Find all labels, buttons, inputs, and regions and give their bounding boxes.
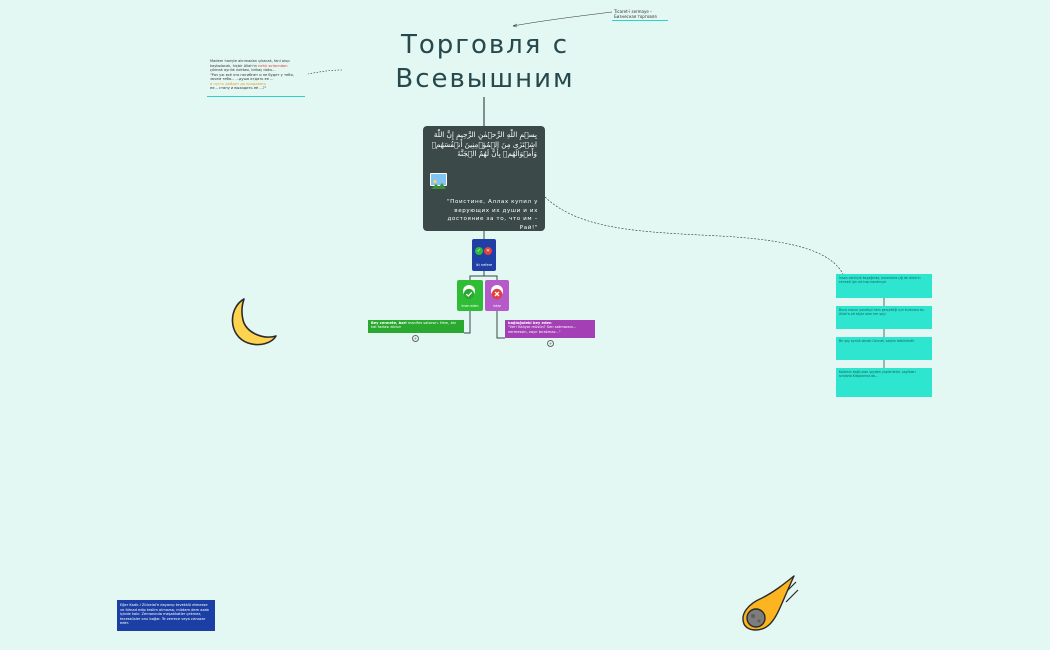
purple-leaf-bold: bağlağıdeki bey eden bbox=[508, 321, 552, 325]
central-topic-card[interactable]: بِسۡمِ اللّٰهِ الرَّحۡمٰنِ الرَّحِيمِ إِ… bbox=[423, 126, 545, 231]
left-note-line4: "Раз уж всё это погибнет и не будет у те… bbox=[210, 72, 294, 77]
teal-card-2[interactable]: Buna mazur yonetişli hem gerçekliği için… bbox=[836, 306, 932, 329]
arabic-verse: بِسۡمِ اللّٰهِ الرَّحۡمٰنِ الرَّحِيمِ إِ… bbox=[431, 130, 537, 158]
image-icon-glyph bbox=[431, 179, 446, 189]
ai-node[interactable]: ✓ ✕ iki nefere bbox=[472, 239, 496, 271]
green-leaf-bold: Bey cennete, bari bbox=[371, 321, 407, 325]
comet-icon bbox=[742, 575, 799, 631]
teal-card-3[interactable]: Bir şey ayrılık olmak Cennet, seçkin tet… bbox=[836, 337, 932, 360]
green-leaf-topic[interactable]: Bey cennete, bari manifes satarsın. Hem,… bbox=[368, 320, 464, 333]
verse-translation: "Поистине, Аллах купил у верующих их душ… bbox=[447, 199, 538, 231]
yes-node[interactable]: iman eden bbox=[457, 280, 483, 311]
blue-note[interactable]: Eğer Kadir-i Zülcelal'e dayanıp tevekkül… bbox=[117, 600, 215, 631]
yes-node-label: iman eden bbox=[461, 304, 479, 308]
left-note-line3: çıkmak ayrılık noktası, birkaç doku... bbox=[210, 68, 276, 72]
no-node[interactable]: inkar bbox=[485, 280, 509, 311]
green-leaf-text: manifes satarsın. Hem, bin kat fazlası a… bbox=[371, 321, 457, 330]
crescent-moon-icon bbox=[231, 298, 277, 346]
left-note-line7: ее... стану и выходить её ...?" bbox=[210, 86, 267, 90]
left-note-highlight: nehir sırlarından bbox=[258, 63, 288, 68]
left-note-line5: зачем тебя... ...душа отдать ее ... bbox=[210, 77, 274, 81]
purple-leaf-text: "Ver! Kalıyor müsün? Sen satmazsın... ve… bbox=[508, 325, 577, 334]
left-note[interactable]: Madem hariçte alınmadan çıkacak, fani ol… bbox=[207, 59, 308, 97]
top-note[interactable]: Ticaret-i sermaye – Бизнесная торговля bbox=[612, 9, 668, 21]
page-title: Торговля с Всевышним bbox=[395, 30, 575, 94]
no-node-label: inkar bbox=[493, 304, 501, 308]
top-note-underline bbox=[612, 20, 668, 21]
expander-right[interactable]: + bbox=[547, 340, 554, 347]
left-note-line6: и пусть дойдет до продавать bbox=[210, 81, 267, 86]
green-circle-icon: ✓ bbox=[475, 247, 483, 255]
ai-node-label: iki nefere bbox=[475, 263, 493, 267]
teal-card-4[interactable]: Kalbinin bağlı olan şeyden yapılırlardır… bbox=[836, 368, 932, 397]
left-note-underline bbox=[207, 96, 305, 97]
teal-card-1[interactable]: İnsan cahiliyle kayağında, bulanlarla çi… bbox=[836, 274, 932, 298]
left-note-line1: Madem hariçte alınmadan çıkacak, fani ol… bbox=[210, 59, 290, 63]
expander-left[interactable]: + bbox=[412, 335, 419, 342]
check-circle-icon bbox=[463, 285, 475, 300]
left-note-line2: kaybolacak, hiçbir Allah'ın bbox=[210, 63, 257, 68]
purple-leaf-topic[interactable]: bağlağıdeki bey eden "Ver! Kalıyor müsün… bbox=[505, 320, 595, 338]
red-circle-icon: ✕ bbox=[484, 247, 492, 255]
top-note-line1: Ticaret-i sermaye – bbox=[614, 9, 653, 14]
top-note-line2: Бизнесная торговля bbox=[614, 14, 657, 19]
image-icon[interactable] bbox=[430, 173, 447, 189]
x-circle-icon bbox=[491, 285, 503, 300]
